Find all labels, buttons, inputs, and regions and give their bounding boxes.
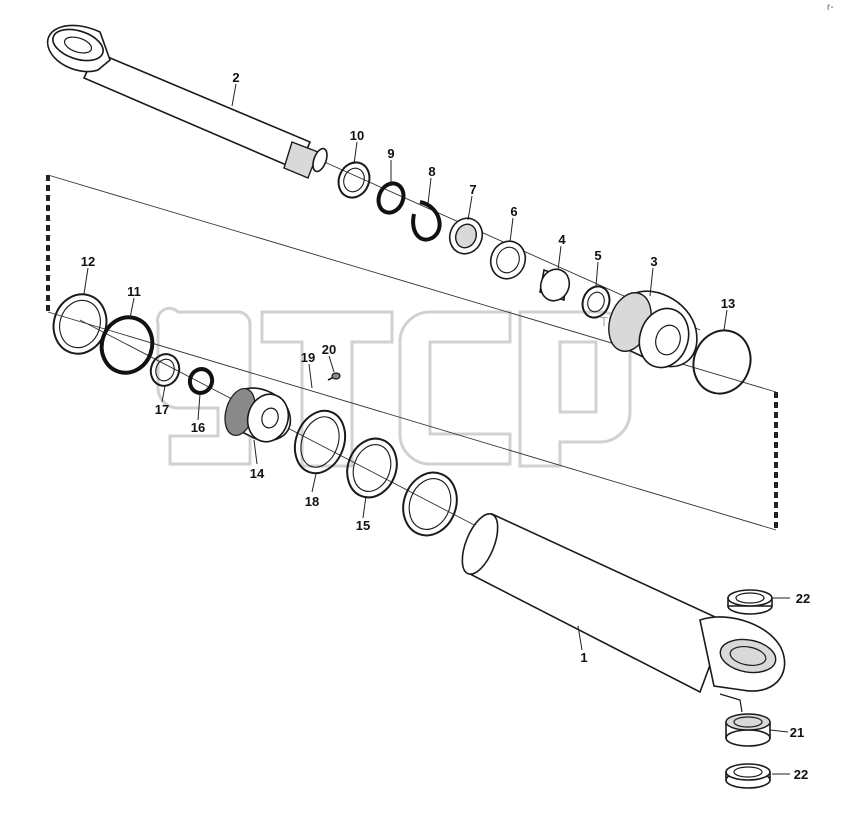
callout-11: 11: [127, 284, 141, 299]
callout-7: 7: [469, 182, 476, 197]
callout-2: 2: [232, 70, 239, 85]
piston-rod: [46, 24, 328, 179]
callout-21: 21: [790, 725, 804, 740]
callout-5: 5: [594, 248, 601, 263]
callout-15: 15: [356, 518, 370, 533]
upper-seal-set: [337, 161, 611, 319]
callout-3: 3: [650, 254, 657, 269]
callout-19: 19: [301, 350, 315, 365]
callout-6: 6: [510, 204, 517, 219]
watermark-logo: TM: [155, 306, 632, 468]
callout-leaders: [83, 83, 790, 775]
callout-12: 12: [81, 254, 95, 269]
ring-13: [692, 329, 752, 395]
callout-1: 1: [580, 650, 587, 665]
callout-14: 14: [250, 466, 265, 481]
callout-20: 20: [322, 342, 336, 357]
cylinder-tube: [461, 512, 786, 713]
callout-13: 13: [721, 296, 735, 311]
cylinder-head: [608, 290, 698, 369]
piston: [224, 387, 292, 443]
bushings: [725, 589, 773, 789]
callout-8: 8: [428, 164, 435, 179]
callout-10: 10: [350, 128, 364, 143]
callout-labels: 1 2 3 4 5 6 7 8 9 10 11 12 13 14 15 16 1…: [81, 70, 810, 782]
piston-rings: [293, 409, 458, 537]
callout-22-lower: 22: [794, 767, 808, 782]
callout-18: 18: [305, 494, 319, 509]
callout-22-upper: 22: [796, 591, 810, 606]
set-screw: [327, 372, 341, 381]
callout-16: 16: [191, 420, 205, 435]
callout-4: 4: [558, 232, 566, 247]
callout-17: 17: [155, 402, 169, 417]
callout-9: 9: [387, 146, 394, 161]
lower-seal-set: [52, 293, 215, 395]
corner-mark: r-: [827, 2, 834, 13]
